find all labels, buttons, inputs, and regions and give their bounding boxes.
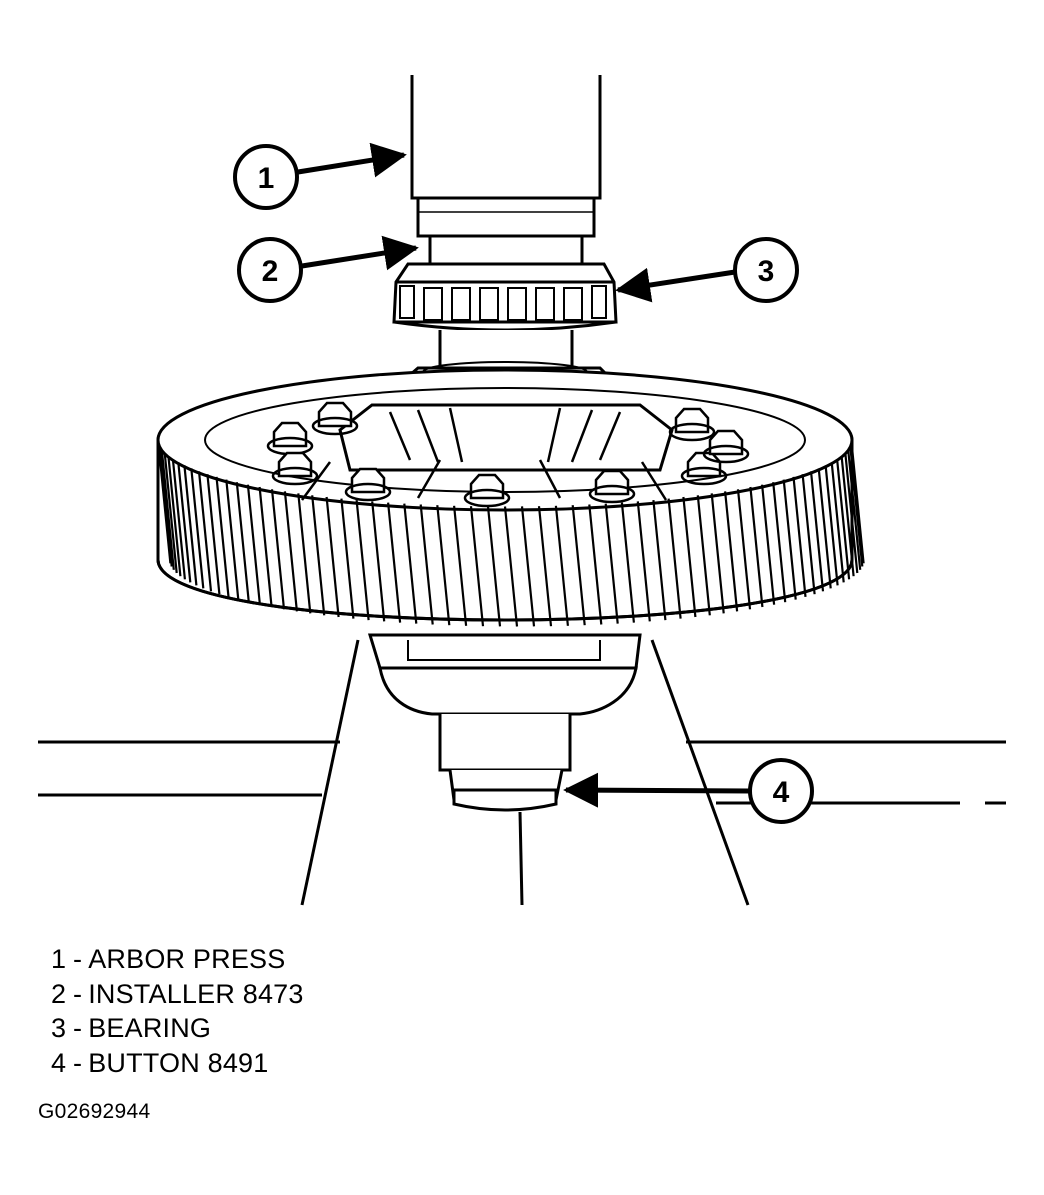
gear-tooth — [809, 471, 825, 592]
gear-tooth — [171, 459, 186, 580]
gear-tooth — [761, 484, 776, 605]
gear-tooth — [163, 452, 178, 574]
callout-4: 4 — [563, 758, 814, 824]
gear-tooth — [847, 449, 862, 570]
gear-tooth — [736, 489, 752, 610]
gear-tooth — [403, 503, 418, 624]
gear-tooth — [792, 476, 807, 598]
legend-item-1: 1-ARBOR PRESS — [51, 944, 286, 974]
gear-tooth — [824, 465, 839, 586]
gear-tooth — [283, 491, 298, 612]
gear-tooth — [840, 456, 855, 577]
figure-id: G02692944 — [38, 1100, 151, 1123]
gear-tooth — [782, 479, 797, 600]
gear-tooth — [772, 482, 787, 603]
gear-tooth — [571, 505, 586, 626]
gear-tooth — [160, 449, 175, 570]
gear-tooth — [588, 504, 603, 625]
gear-tooth — [419, 504, 434, 625]
gear-tooth — [486, 506, 502, 627]
svg-text:2: 2 — [262, 255, 279, 288]
gear-tooth — [503, 506, 519, 627]
gear-tooth — [652, 499, 667, 621]
gear-tooth — [604, 503, 619, 624]
gear-tooth — [554, 505, 569, 626]
gear-tooth — [849, 446, 864, 567]
gear-tooth — [225, 479, 240, 600]
gear-tooth — [620, 502, 635, 623]
gear-tooth — [206, 474, 221, 595]
gear-tooth — [177, 462, 192, 583]
gear-tooth — [469, 506, 485, 627]
gear-tooth — [215, 476, 230, 598]
gear-tooth — [537, 506, 553, 627]
gear-tooth — [844, 452, 859, 574]
callout-3: 3 — [615, 237, 799, 303]
callout-legend: 1-ARBOR PRESS 2-INSTALLER 8473 3-BEARING… — [45, 942, 304, 1080]
gear-tooth — [682, 496, 697, 618]
gear-tooth — [836, 459, 851, 580]
gear-tooth — [235, 482, 250, 603]
gear-tooth — [724, 491, 739, 612]
gear-tooth — [355, 499, 370, 621]
gear-tooth — [817, 468, 832, 589]
svg-text:4: 4 — [773, 776, 790, 809]
gear-tooth — [325, 496, 340, 618]
legend-item-2: 2-INSTALLER 8473 — [51, 978, 304, 1009]
gear-tooth — [297, 493, 312, 614]
gear-tooth — [190, 468, 205, 589]
gear-tooth — [453, 505, 468, 626]
gear-tooth — [158, 446, 173, 567]
svg-text:3: 3 — [758, 255, 775, 288]
installer-tool — [416, 196, 596, 266]
gear-tooth — [246, 484, 261, 605]
gear-tooth — [636, 501, 651, 622]
gear-tooth — [340, 498, 355, 619]
case-hub-lower — [367, 633, 642, 809]
gear-tooth — [167, 456, 182, 577]
tapered-roller-bearing — [392, 262, 618, 332]
button-tool — [452, 788, 558, 812]
gear-tooth — [696, 495, 711, 616]
gear-tooth — [667, 498, 682, 619]
callout-1: 1 — [233, 142, 407, 210]
gear-tooth — [830, 462, 845, 583]
arbor-press-ram — [410, 75, 602, 200]
gear-tooth — [197, 471, 213, 592]
gear-tooth — [710, 493, 725, 614]
callout-2: 2 — [237, 235, 419, 303]
gear-tooth — [520, 506, 536, 627]
gear-tooth — [387, 502, 402, 623]
ring-gear-bolts — [266, 401, 750, 508]
gear-tooth — [436, 505, 451, 626]
legend-item-3: 3-BEARING — [51, 1013, 212, 1043]
svg-text:1: 1 — [258, 162, 275, 195]
differential-bearing-installation-illustration: 1 2 3 4 — [38, 75, 1006, 906]
gear-tooth — [270, 489, 286, 610]
gear-tooth — [801, 474, 816, 595]
legend-item-4: 4-BUTTON 8491 — [51, 1047, 269, 1078]
gear-tooth — [749, 486, 764, 608]
gear-tooth — [258, 486, 273, 608]
callout-markers: 1 2 3 4 — [233, 142, 814, 824]
gear-tooth — [371, 501, 386, 622]
gear-tooth — [183, 465, 198, 586]
gear-tooth — [311, 495, 326, 616]
gear-tooth — [850, 443, 865, 564]
